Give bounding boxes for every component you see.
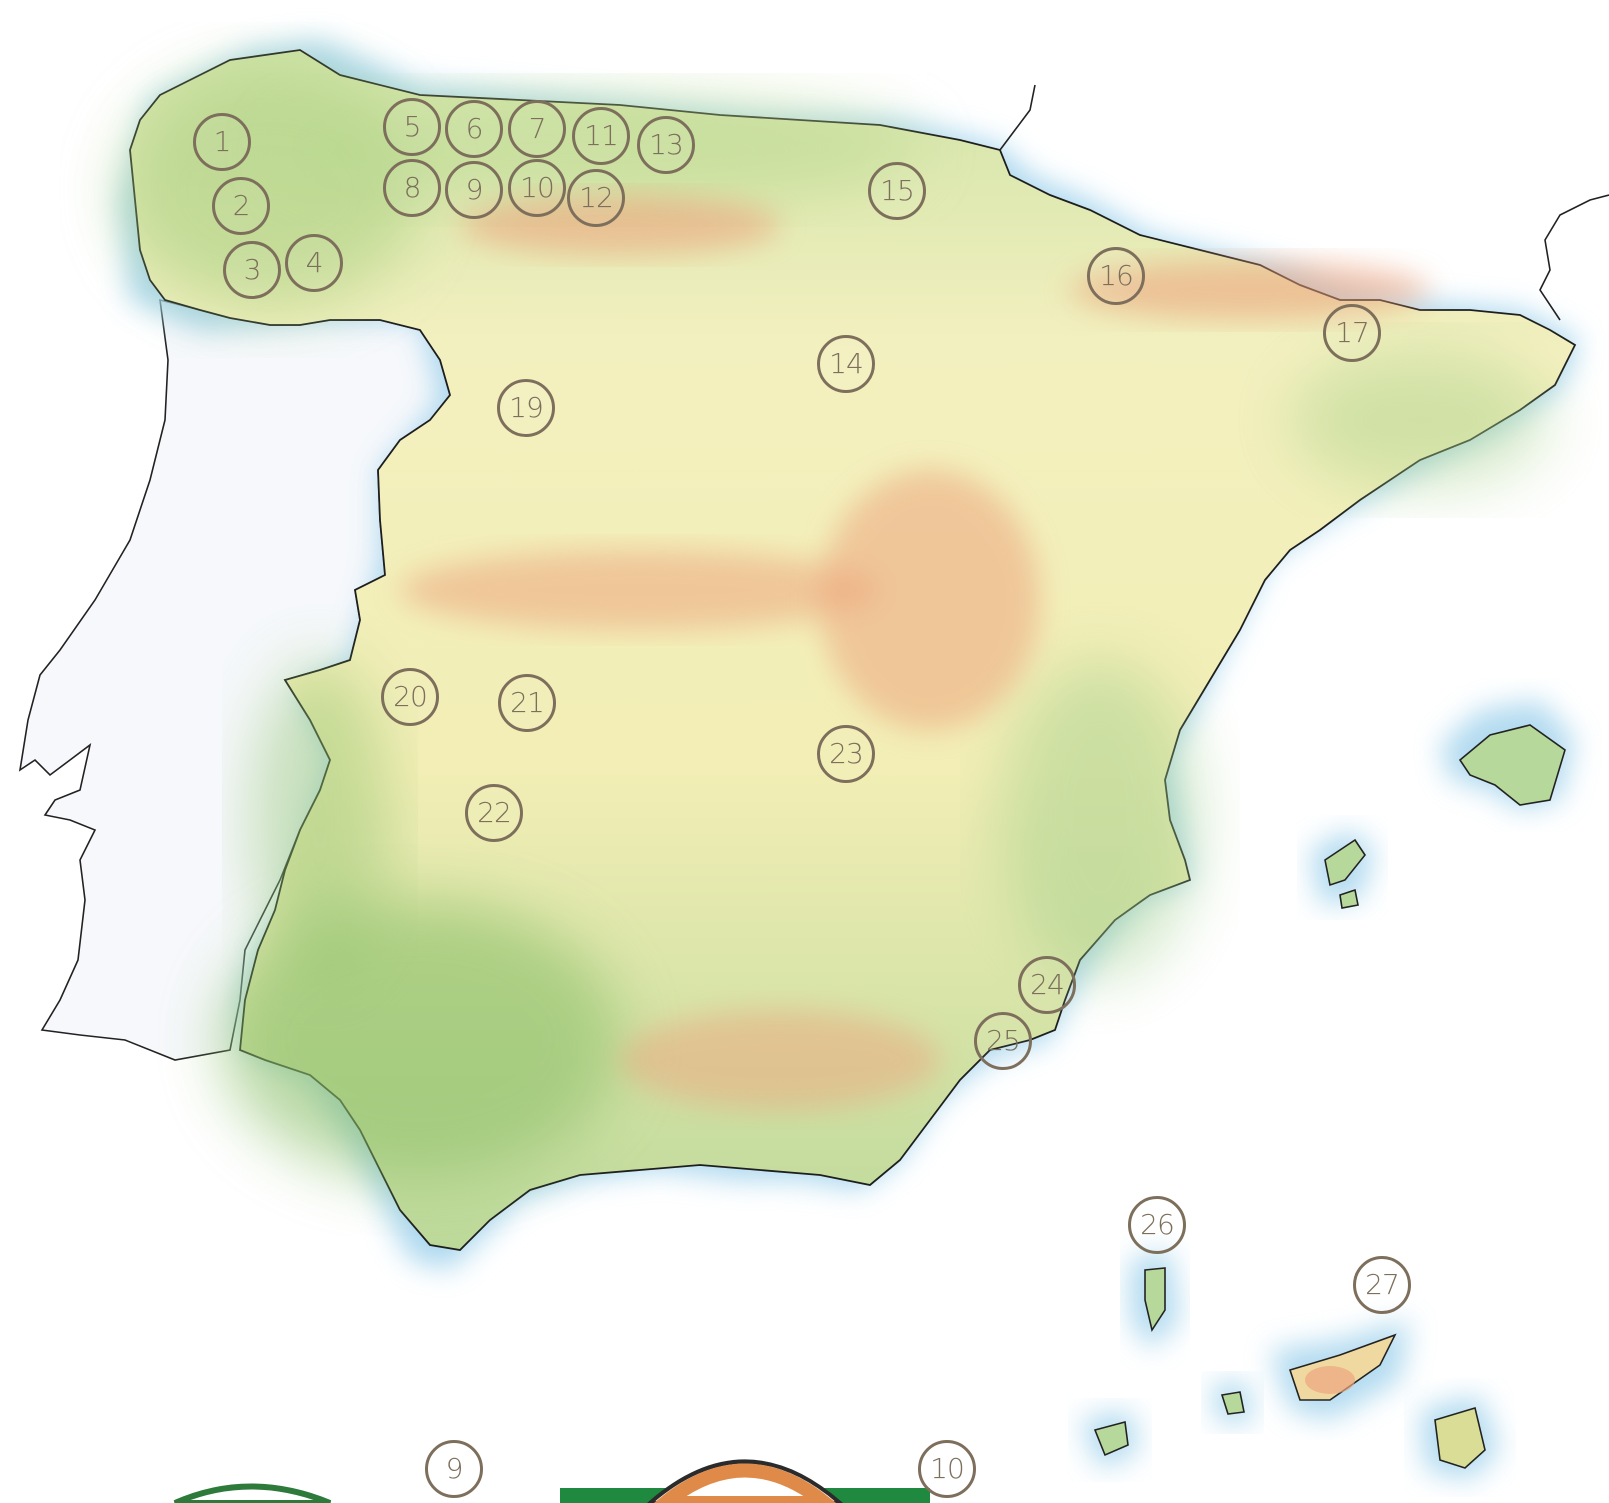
marker-4-label: 4 — [305, 246, 324, 279]
marker-21[interactable]: 21 — [498, 674, 556, 732]
marker-1-label: 1 — [213, 125, 232, 158]
bottom-left-badge — [173, 1483, 332, 1503]
marker-25[interactable]: 25 — [974, 1012, 1032, 1070]
marker-26-label: 26 — [1140, 1208, 1175, 1241]
marker-19-label: 19 — [509, 391, 544, 424]
marker-9[interactable]: 9 — [445, 161, 503, 219]
catalonia-green-wash — [1290, 350, 1550, 490]
marker-27[interactable]: 27 — [1353, 1256, 1411, 1314]
marker-23[interactable]: 23 — [817, 725, 875, 783]
marker-2[interactable]: 2 — [212, 177, 270, 235]
marker-24-label: 24 — [1030, 968, 1065, 1001]
marker-27-label: 27 — [1365, 1268, 1400, 1301]
canary-islands — [1080, 1250, 1500, 1480]
marker-7[interactable]: 7 — [508, 100, 566, 158]
marker-22-label: 22 — [477, 796, 512, 829]
bottom-marker-9-label: 9 — [445, 1452, 464, 1485]
marker-10[interactable]: 10 — [508, 159, 566, 217]
marker-21-label: 21 — [510, 686, 545, 719]
marker-9-label: 9 — [465, 173, 484, 206]
marker-26[interactable]: 26 — [1128, 1196, 1186, 1254]
marker-24[interactable]: 24 — [1018, 956, 1076, 1014]
marker-20-label: 20 — [393, 680, 428, 713]
france-east-outline — [1539, 194, 1609, 321]
marker-14[interactable]: 14 — [817, 335, 875, 393]
pyrenees-orange-wash — [1070, 260, 1430, 320]
marker-8[interactable]: 8 — [383, 159, 441, 217]
marker-10-label: 10 — [520, 171, 555, 204]
marker-7-label: 7 — [528, 112, 547, 145]
marker-8-label: 8 — [403, 171, 422, 204]
marker-5-label: 5 — [403, 110, 422, 143]
marker-11[interactable]: 11 — [572, 107, 630, 165]
marker-25-label: 25 — [986, 1024, 1021, 1057]
marker-4[interactable]: 4 — [285, 234, 343, 292]
east-green-wash — [1000, 660, 1200, 980]
marker-6-label: 6 — [465, 112, 484, 145]
bottom-center-badge — [560, 1459, 930, 1503]
marker-19[interactable]: 19 — [497, 379, 555, 437]
marker-20[interactable]: 20 — [381, 668, 439, 726]
marker-2-label: 2 — [232, 189, 251, 222]
sierra-nevada-orange-wash — [620, 1010, 940, 1110]
marker-15[interactable]: 15 — [868, 162, 926, 220]
marker-5[interactable]: 5 — [383, 98, 441, 156]
marker-3[interactable]: 3 — [223, 241, 281, 299]
marker-3-label: 3 — [243, 253, 262, 286]
marker-12-label: 12 — [579, 181, 614, 214]
marker-17[interactable]: 17 — [1323, 304, 1381, 362]
west-green-wash — [250, 660, 390, 980]
france-outline — [999, 84, 1036, 151]
marker-14-label: 14 — [829, 347, 864, 380]
marker-11-label: 11 — [584, 119, 619, 152]
marker-13[interactable]: 13 — [637, 116, 695, 174]
marker-16[interactable]: 16 — [1087, 247, 1145, 305]
marker-22[interactable]: 22 — [465, 784, 523, 842]
marker-17-label: 17 — [1335, 316, 1370, 349]
balearic-islands — [1310, 700, 1575, 909]
marker-15-label: 15 — [880, 174, 915, 207]
marker-16-label: 16 — [1099, 259, 1134, 292]
bottom-marker-10-label: 10 — [930, 1452, 965, 1485]
marker-23-label: 23 — [829, 737, 864, 770]
bottom-marker-9[interactable]: 9 — [425, 1440, 483, 1498]
central-orange-wash — [400, 550, 880, 630]
marker-13-label: 13 — [649, 128, 684, 161]
bottom-marker-10[interactable]: 10 — [918, 1440, 976, 1498]
marker-6[interactable]: 6 — [445, 100, 503, 158]
iberian-orange-wash — [820, 470, 1040, 730]
marker-1[interactable]: 1 — [193, 113, 251, 171]
marker-12[interactable]: 12 — [567, 169, 625, 227]
